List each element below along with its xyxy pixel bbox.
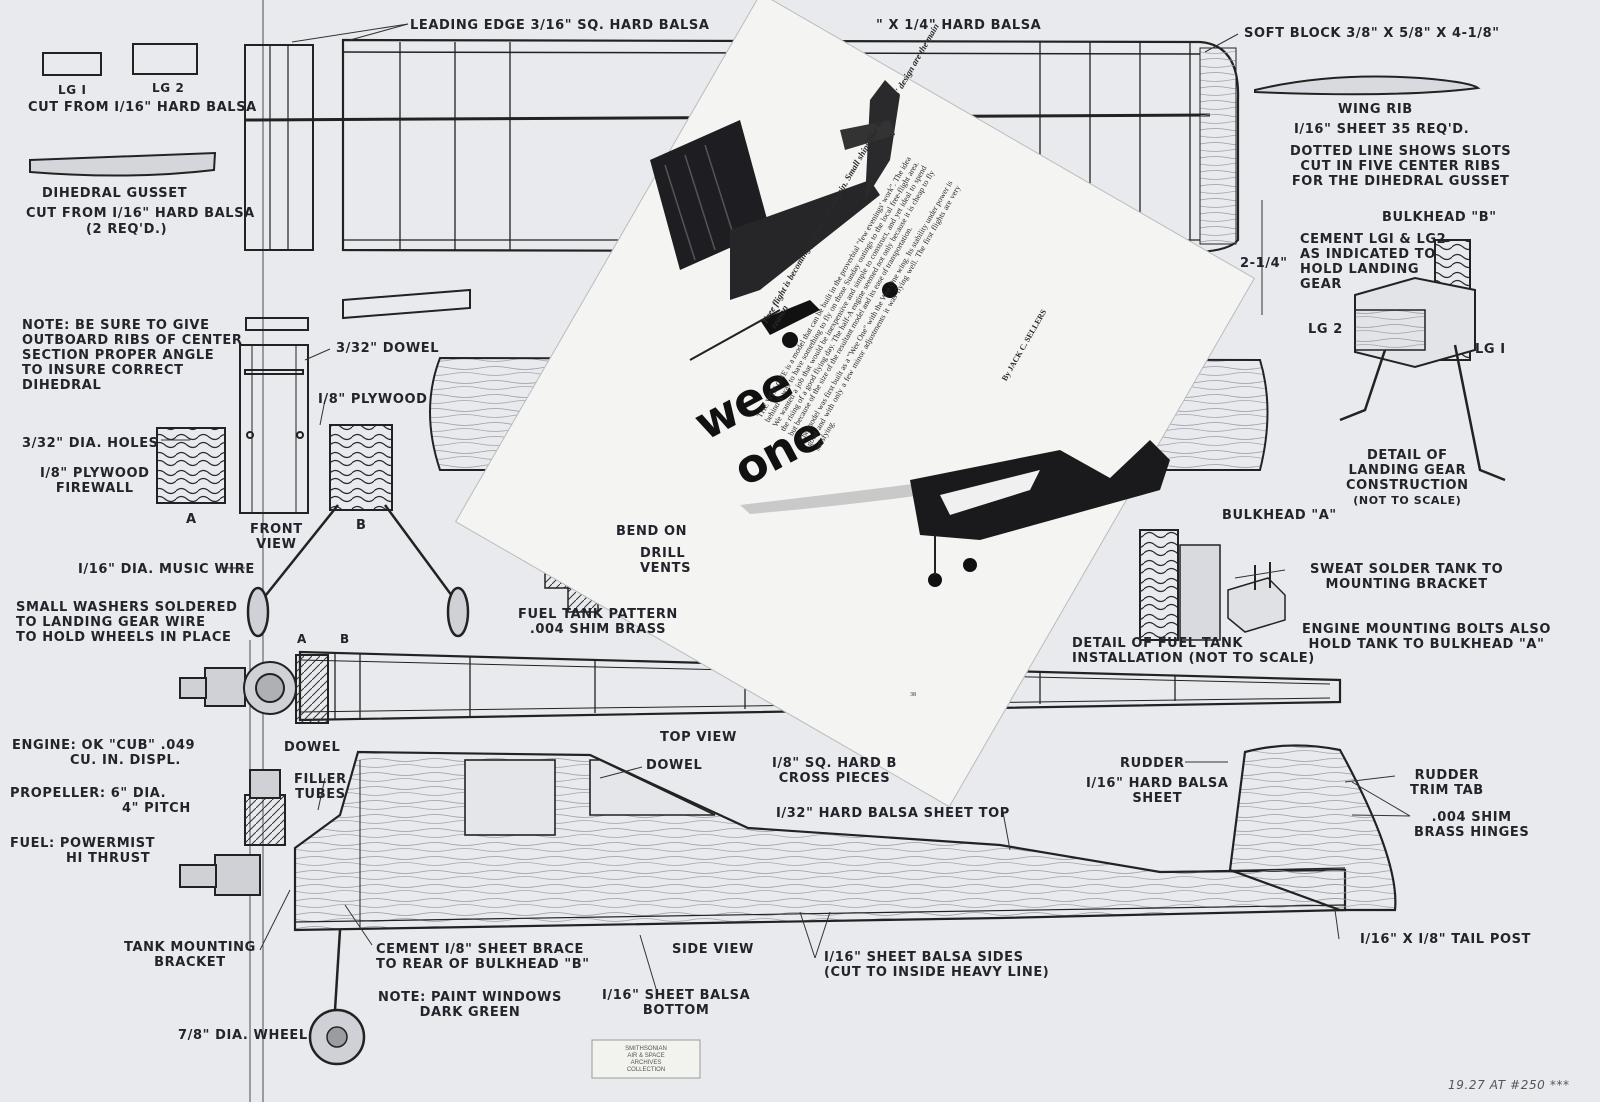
lg-pieces — [42, 43, 198, 76]
top-view-engine — [179, 654, 329, 724]
label-cut-lg: CUT FROM I/16" HARD BALSA — [28, 100, 257, 115]
landing-gear-detail — [1339, 239, 1506, 482]
label-tail-post: I/16" X I/8" TAIL POST — [1360, 932, 1532, 947]
corner-note: 19.27 AT #250 *** — [1448, 1078, 1570, 1092]
label-a: A — [186, 512, 197, 527]
label-top-a: A — [297, 632, 307, 646]
front-landing-gear — [246, 504, 470, 638]
label-bulkhead-b: BULKHEAD "B" — [1382, 210, 1497, 225]
label-top-b: B — [340, 632, 350, 646]
side-landing-gear — [308, 929, 366, 1066]
label-wheel: 7/8" DIA. WHEEL — [178, 1028, 308, 1043]
label-spar: " X 1/4" HARD BALSA — [876, 18, 1042, 33]
label-rib-sheet: I/16" SHEET 35 REQ'D. — [1294, 122, 1470, 137]
label-propeller: PROPELLER: 6" DIA.4" PITCH — [10, 786, 191, 816]
side-view-engine — [179, 769, 286, 896]
label-soft-block: SOFT BLOCK 3/8" X 5/8" X 4-1/8" — [1244, 26, 1500, 41]
firewall-a — [156, 427, 226, 504]
label-lg2: LG 2 — [152, 81, 185, 95]
label-sheet-top: I/32" HARD BALSA SHEET TOP — [776, 806, 1010, 821]
label-req2: (2 REQ'D.) — [86, 222, 168, 237]
clipping-page-number: 38 — [910, 692, 916, 698]
rudder-shape — [1228, 744, 1397, 912]
dihedral-gusset-shape — [29, 151, 217, 177]
label-top-view: TOP VIEW — [660, 730, 737, 745]
label-b: B — [356, 518, 367, 533]
wing-rib-shape — [1254, 75, 1481, 96]
label-lg1: LG I — [58, 83, 87, 97]
label-dihedral-gusset: DIHEDRAL GUSSET — [42, 186, 188, 201]
label-dowel-332: 3/32" DOWEL — [336, 341, 440, 356]
side-view-fuselage — [293, 750, 1347, 932]
clipping-byline: By JACK C. SELLERS — [1000, 307, 1049, 383]
label-sides: I/16" SHEET BALSA SIDES(CUT TO INSIDE HE… — [824, 950, 1050, 980]
label-holes-332: 3/32" DIA. HOLES — [22, 436, 159, 451]
label-fuel-tank-pattern: FUEL TANK PATTERN.004 SHIM BRASS — [518, 607, 678, 637]
label-lg2-callout: LG 2 — [1308, 322, 1343, 337]
label-bend-on: BEND ON — [616, 524, 688, 539]
photo-plane-bottom — [740, 440, 1170, 587]
label-lg1-callout: LG I — [1475, 342, 1506, 357]
label-plywood-18: I/8" PLYWOOD — [318, 392, 428, 407]
front-view — [239, 344, 309, 514]
bulkhead-b — [329, 424, 393, 511]
label-wing-rib: WING RIB — [1338, 102, 1413, 117]
label-bulkhead-a: BULKHEAD "A" — [1222, 508, 1337, 523]
label-rudder: RUDDER — [1120, 756, 1185, 771]
label-leading-edge: LEADING EDGE 3/16" SQ. HARD BALSA — [410, 18, 710, 33]
label-side-view: SIDE VIEW — [672, 942, 754, 957]
magazine-clipping: wee one Free flight is becoming popular … — [470, 20, 1240, 780]
label-dowel-side: DOWEL — [284, 740, 341, 755]
wing-plan — [244, 38, 1240, 254]
magazine-clipping-paper — [454, 0, 1256, 808]
label-music-wire: I/16" DIA. MUSIC WIRE — [78, 562, 255, 577]
label-dim-214: 2-1/4" — [1240, 256, 1288, 271]
fuel-tank-detail — [1139, 529, 1286, 641]
label-dowel-mid: DOWEL — [646, 758, 703, 773]
photo-plane-top — [650, 80, 900, 361]
label-cut-gusset: CUT FROM I/16" HARD BALSA — [26, 206, 255, 221]
